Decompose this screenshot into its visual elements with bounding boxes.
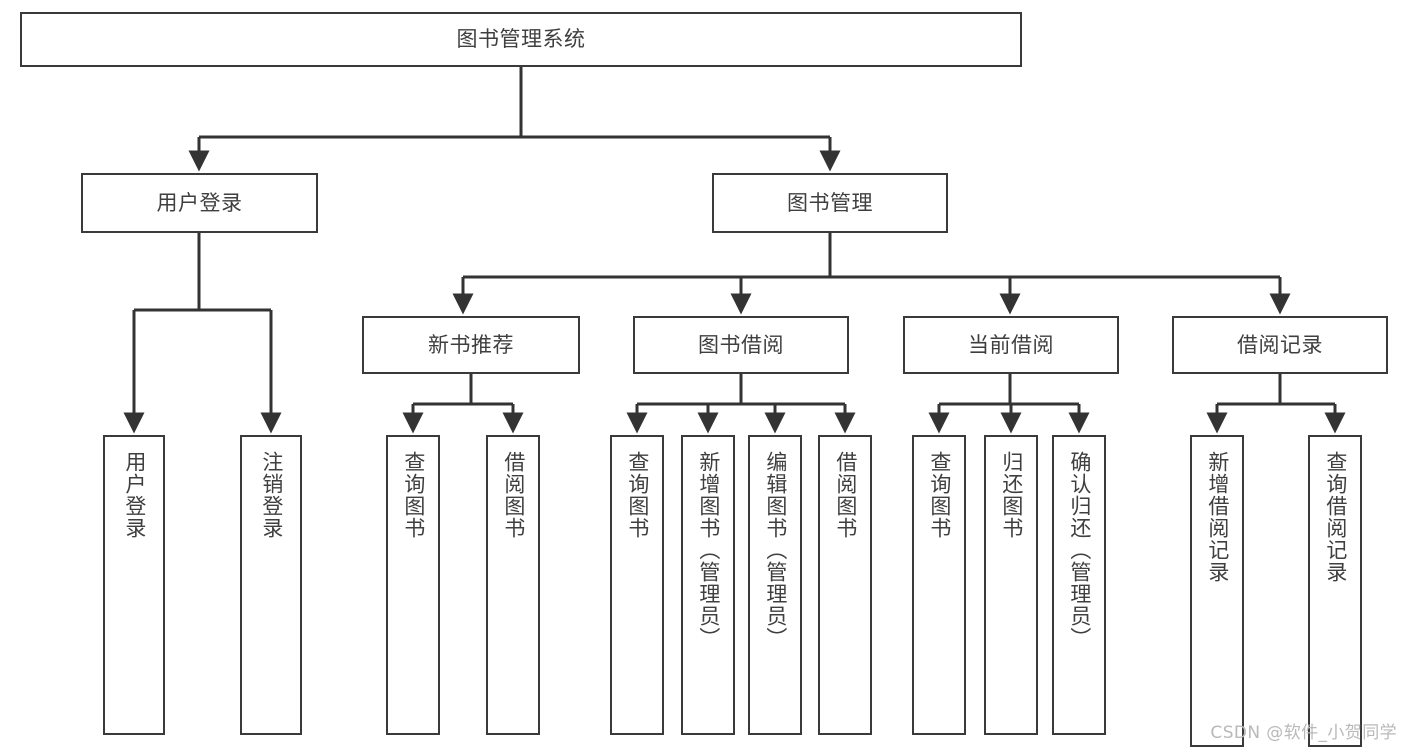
node-current-borrow[interactable]: 当前借阅 <box>903 316 1119 374</box>
node-book-manage[interactable]: 图书管理 <box>712 173 948 233</box>
node-leaf-edit-book-admin[interactable]: 编辑图书（管理员） <box>748 435 802 735</box>
node-book-manage-label: 图书管理 <box>787 190 873 215</box>
node-leaf-query-book-rec[interactable]: 查询图书 <box>386 435 440 735</box>
node-leaf-query-borrow-record-label: 查询借阅记录 <box>1323 451 1348 583</box>
node-book-borrow[interactable]: 图书借阅 <box>633 316 849 374</box>
node-leaf-confirm-return-admin[interactable]: 确认归还（管理员） <box>1052 435 1106 735</box>
node-leaf-user-logout-label: 注销登录 <box>259 451 284 539</box>
node-user-login-label: 用户登录 <box>156 190 243 215</box>
node-leaf-borrow-book-rec[interactable]: 借阅图书 <box>486 435 540 735</box>
node-user-login[interactable]: 用户登录 <box>81 173 318 233</box>
node-leaf-return-book-label: 归还图书 <box>999 451 1024 539</box>
node-leaf-query-book-rec-label: 查询图书 <box>401 451 426 539</box>
node-book-borrow-label: 图书借阅 <box>698 332 784 357</box>
node-leaf-user-login[interactable]: 用户登录 <box>103 435 165 735</box>
node-leaf-add-borrow-record[interactable]: 新增借阅记录 <box>1190 435 1244 747</box>
node-borrow-record[interactable]: 借阅记录 <box>1172 316 1388 374</box>
node-new-book-recommend[interactable]: 新书推荐 <box>362 316 580 374</box>
node-leaf-query-book-cur[interactable]: 查询图书 <box>912 435 966 735</box>
node-root[interactable]: 图书管理系统 <box>20 12 1022 67</box>
node-root-label: 图书管理系统 <box>456 27 586 52</box>
node-leaf-return-book[interactable]: 归还图书 <box>984 435 1038 735</box>
node-leaf-query-book-cur-label: 查询图书 <box>927 451 952 539</box>
node-borrow-record-label: 借阅记录 <box>1237 332 1323 357</box>
node-leaf-borrow-book-label: 借阅图书 <box>833 451 858 539</box>
node-leaf-query-book-label: 查询图书 <box>625 451 650 539</box>
node-leaf-query-borrow-record[interactable]: 查询借阅记录 <box>1308 435 1362 747</box>
node-leaf-user-logout[interactable]: 注销登录 <box>240 435 302 735</box>
node-leaf-borrow-book[interactable]: 借阅图书 <box>818 435 872 735</box>
node-current-borrow-label: 当前借阅 <box>968 332 1054 357</box>
node-new-book-recommend-label: 新书推荐 <box>428 332 514 357</box>
node-leaf-edit-book-admin-label: 编辑图书（管理员） <box>763 451 788 649</box>
node-leaf-confirm-return-admin-label: 确认归还（管理员） <box>1067 451 1092 649</box>
node-leaf-borrow-book-rec-label: 借阅图书 <box>501 451 526 539</box>
node-leaf-add-book-admin-label: 新增图书（管理员） <box>696 451 721 649</box>
node-leaf-query-book[interactable]: 查询图书 <box>610 435 664 735</box>
node-leaf-user-login-label: 用户登录 <box>122 451 147 539</box>
node-leaf-add-book-admin[interactable]: 新增图书（管理员） <box>681 435 735 735</box>
node-leaf-add-borrow-record-label: 新增借阅记录 <box>1205 451 1230 583</box>
